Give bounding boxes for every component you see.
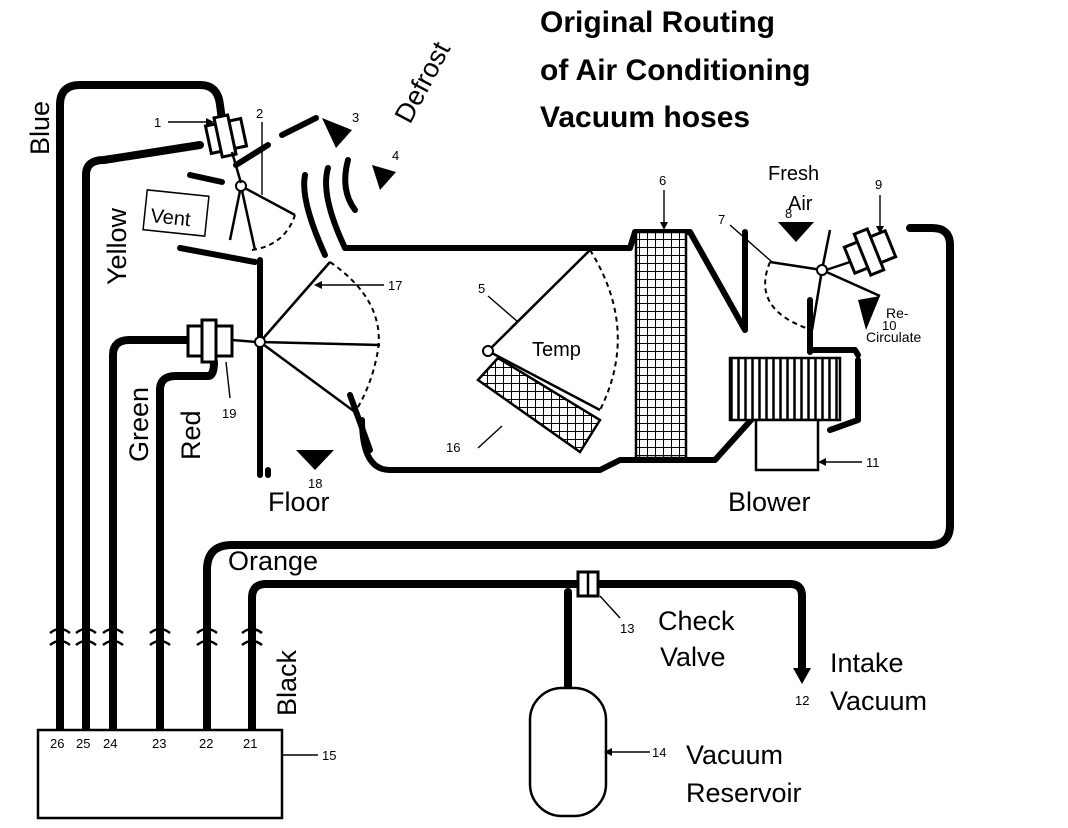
label-temp: Temp <box>532 339 581 361</box>
actuator-19 <box>186 318 257 364</box>
callout-10: 10 <box>882 318 896 333</box>
label-vent: Vent <box>149 205 192 231</box>
blower-wheel <box>728 356 842 422</box>
floor-arrow <box>296 450 334 470</box>
blower-motor <box>754 418 820 472</box>
defrost-arrow-4 <box>372 165 396 190</box>
title-line-2: of Air Conditioning <box>540 54 810 87</box>
label-green: Green <box>124 387 154 462</box>
callout-13: 13 <box>620 621 634 636</box>
fresh-air-door <box>764 229 881 331</box>
label-blue: Blue <box>25 101 55 155</box>
callout-16: 16 <box>446 440 460 455</box>
hose-black-intake <box>594 580 806 674</box>
label-intake-2: Vacuum <box>830 686 927 716</box>
label-red: Red <box>176 410 206 460</box>
vent-door: Vent <box>142 180 296 251</box>
callout-2: 2 <box>256 106 263 121</box>
label-yellow: Yellow <box>102 207 132 285</box>
hose-orange <box>203 224 954 644</box>
label-defrost: Defrost <box>389 36 457 127</box>
label-blower: Blower <box>728 487 811 517</box>
fresh-air-arrow <box>778 222 814 242</box>
hose-blue <box>56 81 226 644</box>
hose-green <box>109 336 196 644</box>
actuator-1 <box>203 113 249 184</box>
callout-6: 6 <box>659 173 666 188</box>
label-fresh-1: Fresh <box>768 163 819 185</box>
callout-11: 11 <box>866 455 880 470</box>
control-head <box>36 728 284 820</box>
label-reservoir-2: Reservoir <box>686 778 802 808</box>
callout-8: 8 <box>785 206 792 221</box>
actuator-9 <box>825 227 898 277</box>
port-23: 23 <box>152 736 166 751</box>
callout-17: 17 <box>388 278 402 293</box>
label-check-valve-1: Check <box>658 606 735 636</box>
callout-1: 1 <box>154 115 161 130</box>
title-line-3: Vacuum hoses <box>540 101 750 134</box>
temp-door: Temp <box>482 249 619 412</box>
port-fittings <box>49 627 263 734</box>
defrost-arrow-3 <box>322 118 352 148</box>
vacuum-reservoir <box>528 686 608 818</box>
label-recirculate-1: Re- <box>886 305 909 321</box>
hose-red <box>156 358 218 644</box>
port-26: 26 <box>50 736 64 751</box>
label-black: Black <box>272 649 302 716</box>
label-intake-1: Intake <box>830 648 904 678</box>
callouts: 1 2 3 4 5 6 7 8 9 10 11 12 13 14 16 17 1… <box>154 106 896 760</box>
intake-arrow <box>793 668 811 684</box>
recirculate-arrow <box>858 296 880 330</box>
heater-core <box>476 356 602 454</box>
callout-4: 4 <box>392 148 399 163</box>
callout-12: 12 <box>795 693 809 708</box>
callout-15: 15 <box>322 748 336 763</box>
label-reservoir-1: Vacuum <box>686 740 783 770</box>
callout-18: 18 <box>308 476 322 491</box>
port-25: 25 <box>76 736 90 751</box>
hose-yellow <box>82 141 204 644</box>
label-check-valve-2: Valve <box>660 642 726 672</box>
callout-14: 14 <box>652 745 666 760</box>
hose-black <box>248 580 582 644</box>
port-24: 24 <box>103 736 117 751</box>
check-valve <box>576 570 600 598</box>
title-line-1: Original Routing <box>540 6 775 39</box>
mode-door <box>254 261 381 414</box>
evaporator-core <box>634 230 688 460</box>
port-22: 22 <box>199 736 213 751</box>
label-recirculate-2: Circulate <box>866 329 921 345</box>
port-21: 21 <box>243 736 257 751</box>
callout-5: 5 <box>478 281 485 296</box>
label-fresh-2: Air <box>788 193 813 215</box>
callout-19: 19 <box>222 406 236 421</box>
label-orange: Orange <box>228 546 318 576</box>
callout-9: 9 <box>875 177 882 192</box>
label-floor: Floor <box>268 487 330 517</box>
callout-7: 7 <box>718 212 725 227</box>
callout-3: 3 <box>352 110 359 125</box>
